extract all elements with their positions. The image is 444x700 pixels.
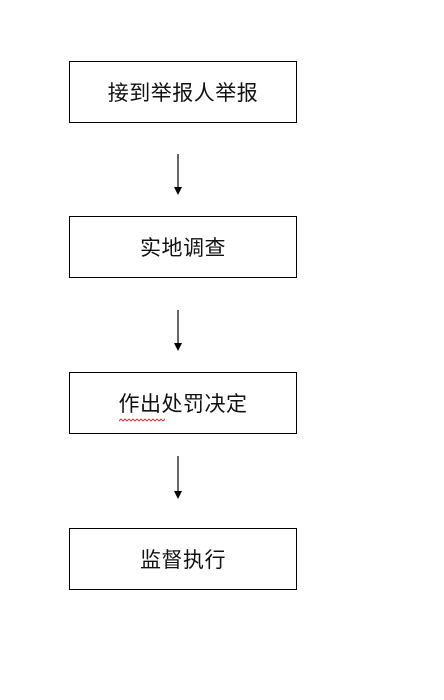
step-penalty-decision: 作出处罚决定 [69, 372, 297, 434]
down-arrow-icon [170, 154, 186, 196]
down-arrow-icon [170, 456, 186, 500]
down-arrow-icon [170, 310, 186, 352]
step-report-received: 接到举报人举报 [69, 61, 297, 123]
step-label: 实地调查 [140, 236, 226, 260]
step-label-wrapper: 作出处罚决定 [118, 388, 248, 422]
spellcheck-underline [118, 418, 165, 422]
step-label: 接到举报人举报 [107, 81, 259, 105]
step-label: 监督执行 [140, 548, 226, 572]
step-label: 作出处罚决定 [118, 392, 248, 416]
step-site-investigation: 实地调查 [69, 216, 297, 278]
step-supervise-execution: 监督执行 [69, 528, 297, 590]
